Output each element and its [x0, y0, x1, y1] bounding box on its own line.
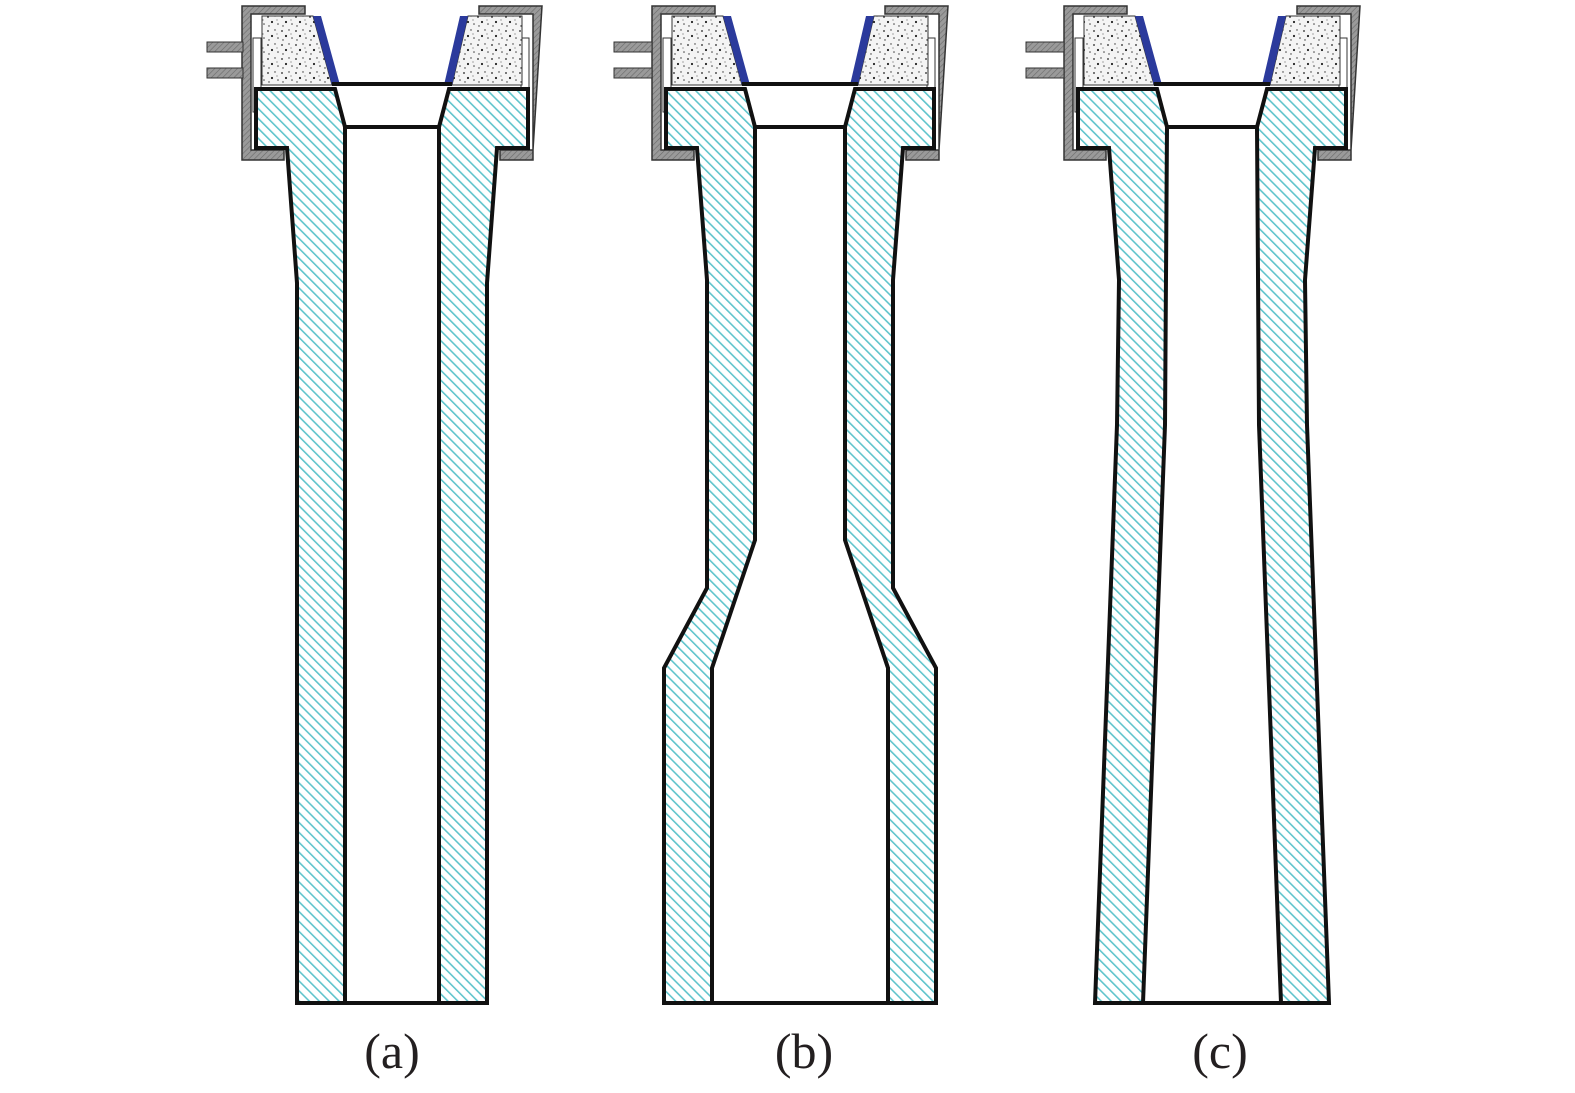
steel-casing-left [1025, 5, 1128, 161]
liner-strip-right [444, 16, 468, 85]
refractory-wall-right [843, 87, 938, 1005]
steel-casing-left [206, 5, 306, 161]
panel-c: (c) [1025, 5, 1361, 1079]
panel-b: (b) [613, 5, 949, 1079]
bore-inlet-outline [742, 82, 858, 129]
refractory-wall-left [254, 87, 347, 1005]
panel-label-a: (a) [364, 1023, 420, 1079]
liner-strip-left [1135, 16, 1162, 85]
liner-strip-right [850, 16, 874, 85]
refractory-wall-right [1254, 87, 1348, 1005]
liner-strip-right [1262, 16, 1286, 85]
liner-strip-left [723, 16, 750, 85]
panel-label-b: (b) [775, 1023, 833, 1079]
panel-label-c: (c) [1192, 1023, 1248, 1079]
refractory-wall-left [1076, 87, 1170, 1005]
bore-inlet-outline [332, 82, 452, 129]
panel-a: (a) [206, 5, 543, 1079]
refractory-wall-right [437, 87, 530, 1005]
bore-inlet-outline [1154, 82, 1270, 129]
refractory-wall-left [662, 87, 757, 1005]
liner-strip-left [313, 16, 340, 85]
